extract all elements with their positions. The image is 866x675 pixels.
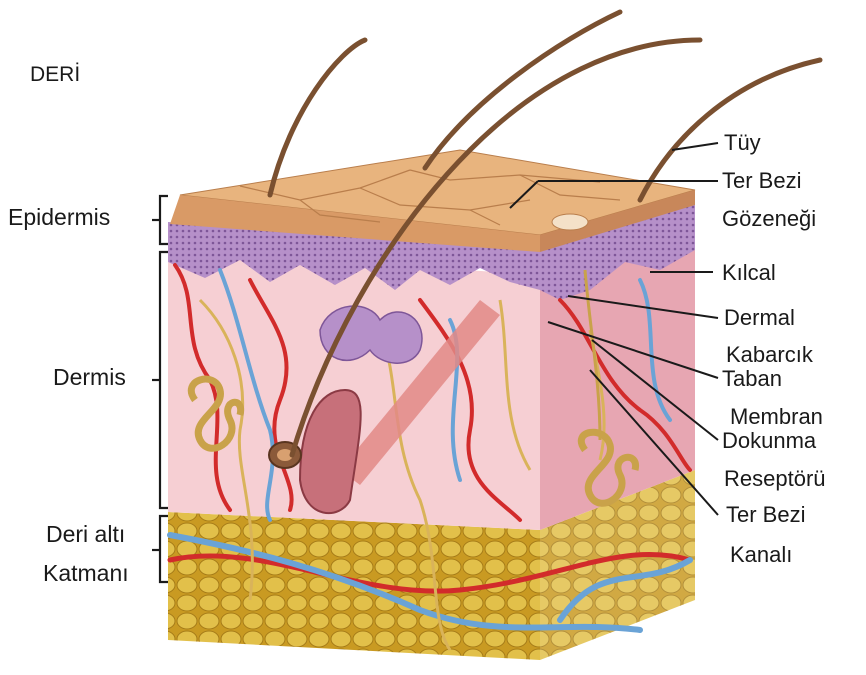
label-touch-receptor-line2: Reseptörü [724, 466, 826, 492]
label-basement-membrane-line2: Membran [730, 404, 823, 430]
label-sweat-pore-line1: Ter Bezi [722, 168, 801, 194]
label-hair: Tüy [724, 130, 761, 156]
label-capillary: Kılcal [722, 260, 776, 286]
label-basement-membrane-line1: Taban [722, 366, 782, 392]
label-touch-receptor-line1: Dokunma [722, 428, 816, 454]
label-dermis: Dermis [53, 364, 126, 390]
label-dermal-papilla-line2: Kabarcık [726, 342, 813, 368]
label-sweat-duct-line1: Ter Bezi [726, 502, 805, 528]
label-dermal-papilla-line1: Dermal [724, 305, 795, 331]
label-subcutaneous-line1: Deri altı [46, 521, 125, 547]
diagram-title: DERİ [30, 62, 80, 88]
label-sweat-duct-line2: Kanalı [730, 542, 792, 568]
label-sweat-pore-line2: Gözeneği [722, 206, 816, 232]
label-epidermis: Epidermis [8, 204, 110, 230]
left-brackets [152, 196, 168, 582]
label-subcutaneous-line2: Katmanı [43, 560, 129, 586]
